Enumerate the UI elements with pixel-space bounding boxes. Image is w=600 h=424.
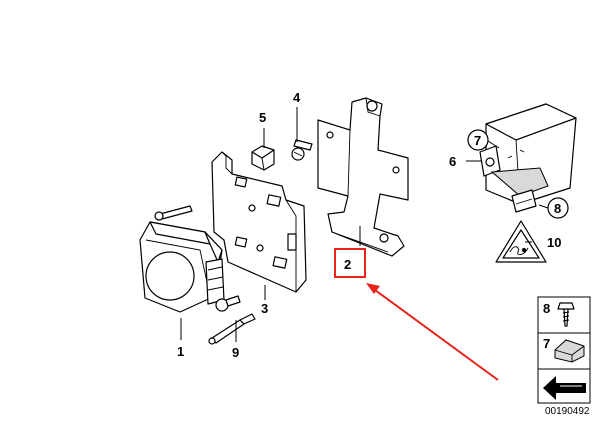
legend-item-arrow[interactable] — [543, 376, 586, 400]
label-part-1[interactable]: 1 — [177, 344, 184, 359]
legend-label-7: 7 — [543, 336, 550, 351]
part-10-warning-label[interactable] — [495, 220, 547, 263]
label-part-7[interactable]: 7 — [474, 133, 481, 148]
part-8-plug[interactable] — [511, 189, 537, 213]
legend-item-screw[interactable]: 8 — [543, 301, 575, 327]
legend-label-8: 8 — [543, 301, 550, 316]
highlight-arrow — [366, 283, 499, 381]
label-part-3[interactable]: 3 — [261, 301, 268, 316]
part-3-mounting-plate[interactable] — [211, 151, 307, 293]
label-part-2[interactable]: 2 — [344, 257, 351, 272]
part-5-nut[interactable] — [251, 145, 275, 171]
leader-lines — [180, 107, 549, 342]
label-part-8[interactable]: 8 — [554, 201, 561, 216]
label-part-9[interactable]: 9 — [232, 345, 239, 360]
highlight-box — [334, 248, 366, 278]
callout-part-8[interactable]: 8 — [547, 197, 569, 219]
clip-nut-icon — [554, 339, 585, 363]
part-4-screw[interactable] — [291, 139, 313, 161]
label-part-5[interactable]: 5 — [259, 110, 266, 125]
label-part-4[interactable]: 4 — [293, 90, 301, 105]
label-part-6[interactable]: 6 — [449, 154, 456, 169]
part-2-bracket[interactable] — [317, 97, 409, 257]
part-9-pin[interactable] — [208, 313, 256, 345]
part-1-sensor[interactable] — [139, 205, 241, 313]
legend-item-clip-nut[interactable]: 7 — [543, 336, 585, 363]
label-part-10[interactable]: 10 — [547, 235, 561, 250]
diagram-number: 00190492 — [545, 406, 590, 417]
callout-part-7[interactable]: 7 — [467, 129, 489, 151]
arrow-icon — [543, 376, 586, 400]
part-6-control-unit[interactable] — [479, 103, 577, 205]
